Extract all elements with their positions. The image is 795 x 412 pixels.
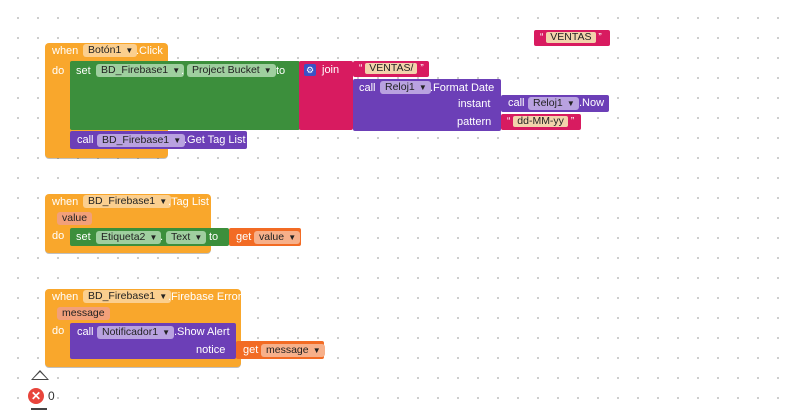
component-dropdown[interactable]: BD_Firebase1▼ <box>96 64 185 77</box>
set-property-block[interactable]: set Etiqueta2▼ . Text▼ to <box>70 228 229 246</box>
component-dropdown[interactable]: Notificador1▼ <box>97 326 175 339</box>
chevron-down-icon: ▼ <box>172 66 181 75</box>
set-property-block[interactable]: set BD_Firebase1▼ . Project Bucket▼ to <box>70 61 300 130</box>
dot-separator: . <box>160 231 164 243</box>
text-join-block[interactable]: ⚙ join <box>299 61 353 130</box>
component-dropdown[interactable]: Reloj1▼ <box>380 81 431 94</box>
pattern-string-block[interactable]: “ dd-MM-yy ” <box>501 114 581 130</box>
chevron-down-icon: ▼ <box>263 66 272 75</box>
call-keyword: call <box>77 134 94 146</box>
get-keyword: get <box>236 231 252 243</box>
component-dropdown[interactable]: Etiqueta2▼ <box>96 231 162 244</box>
toggle-warnings-down-icon[interactable] <box>31 408 47 410</box>
do-label: do <box>52 325 65 337</box>
chevron-down-icon: ▼ <box>566 99 575 108</box>
to-label: to <box>276 65 286 77</box>
chevron-down-icon: ▼ <box>312 346 321 355</box>
set-keyword: set <box>76 65 91 77</box>
get-tag-list-call-block[interactable]: call BD_Firebase1▼ .Get Tag List <box>70 131 247 149</box>
chevron-down-icon: ▼ <box>418 83 427 92</box>
event-name: .Firebase Error <box>168 291 242 303</box>
error-count: 0 <box>48 389 55 403</box>
string-value: VENTAS/ <box>365 63 418 74</box>
show-alert-call-block[interactable]: call Notificador1▼ .Show Alert notice <box>70 323 236 359</box>
event-name: .Click <box>136 45 163 57</box>
method-name: .Format Date <box>430 82 495 94</box>
event-name: .Tag List <box>168 196 209 208</box>
instant-label: instant <box>458 98 491 110</box>
event-parameter[interactable]: message <box>57 307 110 320</box>
when-label: when <box>52 196 79 208</box>
chevron-down-icon: ▼ <box>159 292 168 301</box>
method-name: .Show Alert <box>174 326 230 338</box>
gear-icon[interactable]: ⚙ <box>304 64 316 76</box>
warning-indicator: ✕ 0 <box>28 370 68 412</box>
call-keyword: call <box>508 97 525 109</box>
do-label: do <box>52 65 65 77</box>
clock-now-call-block[interactable]: call Reloj1▼ .Now <box>501 95 609 112</box>
chevron-down-icon: ▼ <box>159 197 168 206</box>
method-name: .Get Tag List <box>184 134 246 146</box>
method-name: .Now <box>579 97 605 109</box>
to-label: to <box>209 231 219 243</box>
event-parameter[interactable]: value <box>57 212 93 225</box>
chevron-down-icon: ▼ <box>125 46 134 55</box>
chevron-down-icon: ▼ <box>194 233 203 242</box>
component-dropdown[interactable]: Botón1▼ <box>83 44 138 57</box>
text-string-block[interactable]: “ VENTAS/ ” <box>353 61 429 77</box>
notice-label: notice <box>196 344 226 356</box>
component-dropdown[interactable]: Reloj1▼ <box>528 97 579 110</box>
get-keyword: get <box>243 344 259 356</box>
join-label: join <box>322 64 340 76</box>
component-dropdown[interactable]: BD_Firebase1▼ <box>97 134 186 147</box>
call-keyword: call <box>359 82 376 94</box>
string-value: dd-MM-yy <box>513 116 568 127</box>
floating-text-string-block[interactable]: “ VENTAS ” <box>534 30 610 46</box>
component-dropdown[interactable]: BD_Firebase1▼ <box>83 195 172 208</box>
dot-separator: . <box>181 65 185 77</box>
property-dropdown[interactable]: Project Bucket▼ <box>187 64 276 77</box>
component-dropdown[interactable]: BD_Firebase1▼ <box>83 290 172 303</box>
get-variable-block[interactable]: get message▼ <box>236 341 325 359</box>
error-icon[interactable]: ✕ <box>28 388 44 404</box>
get-variable-block[interactable]: get value▼ <box>229 228 301 246</box>
when-label: when <box>52 45 79 57</box>
pattern-label: pattern <box>457 116 492 128</box>
format-date-call-block[interactable]: call Reloj1▼ .Format Date instant patter… <box>353 79 501 131</box>
string-value: VENTAS <box>546 32 596 43</box>
variable-dropdown[interactable]: message▼ <box>261 344 325 357</box>
property-dropdown[interactable]: Text▼ <box>166 231 207 244</box>
do-label: do <box>52 230 65 242</box>
set-keyword: set <box>76 231 91 243</box>
chevron-down-icon: ▼ <box>149 233 158 242</box>
call-keyword: call <box>77 326 94 338</box>
variable-dropdown[interactable]: value▼ <box>254 231 301 244</box>
chevron-down-icon: ▼ <box>288 233 297 242</box>
chevron-down-icon: ▼ <box>162 328 171 337</box>
when-label: when <box>52 291 79 303</box>
chevron-down-icon: ▼ <box>173 136 182 145</box>
